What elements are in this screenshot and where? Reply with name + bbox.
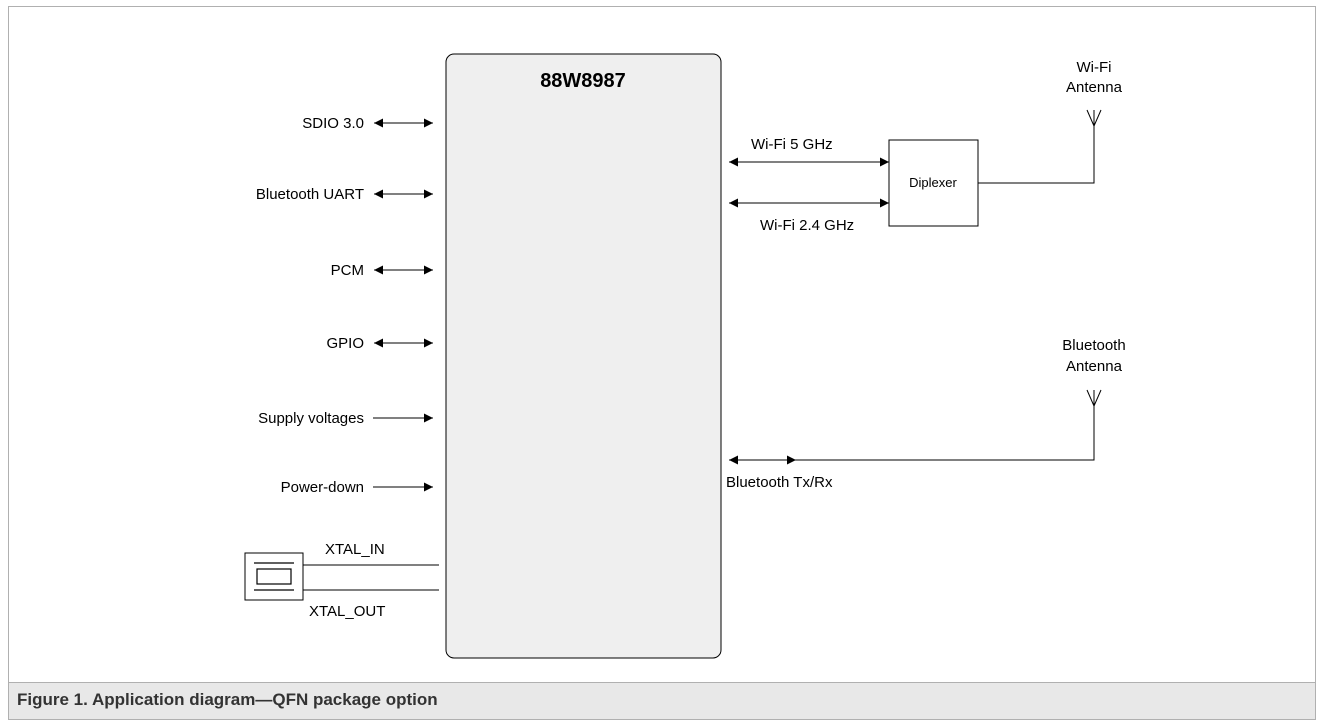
- caption-bar: Figure 1. Application diagram—QFN packag…: [9, 682, 1315, 719]
- chip-title: 88W8987: [540, 70, 626, 92]
- left-signal-sdio: SDIO 3.0: [302, 115, 433, 132]
- signal-label: SDIO 3.0: [302, 115, 364, 132]
- diplexer: Diplexer: [888, 139, 1095, 227]
- left-signal-bt-uart: Bluetooth UART: [256, 186, 433, 203]
- left-signal-pcm: PCM: [331, 262, 433, 279]
- chip-block: [445, 53, 722, 659]
- wifi-5ghz-path: Wi-Fi 5 GHz: [729, 136, 889, 167]
- wifi-antenna: Wi-Fi Antenna: [1066, 59, 1123, 183]
- xtal-in-label: XTAL_IN: [325, 541, 385, 558]
- antenna-icon: [1086, 389, 1102, 460]
- figure-frame: 88W8987 SDIO 3.0 Bluetooth UART PCM GPIO…: [8, 6, 1316, 720]
- wifi-antenna-label-line1: Wi-Fi: [1077, 59, 1112, 76]
- signal-label: Supply voltages: [258, 410, 364, 427]
- left-signal-gpio: GPIO: [326, 335, 433, 352]
- xtal-out-label: XTAL_OUT: [309, 603, 385, 620]
- antenna-icon: [1086, 109, 1102, 183]
- application-diagram: 88W8987 SDIO 3.0 Bluetooth UART PCM GPIO…: [244, 53, 1126, 659]
- wifi-antenna-label-line2: Antenna: [1066, 79, 1123, 96]
- crystal-body: [244, 552, 304, 601]
- signal-label: GPIO: [326, 335, 364, 352]
- signal-label: PCM: [331, 262, 364, 279]
- diplexer-box: [888, 139, 979, 227]
- bt-antenna-label-line1: Bluetooth: [1062, 337, 1125, 354]
- left-signal-supply: Supply voltages: [258, 410, 433, 427]
- crystal-element: [256, 568, 292, 585]
- signal-label: Bluetooth UART: [256, 186, 364, 203]
- bluetooth-txrx-label: Bluetooth Tx/Rx: [726, 474, 833, 491]
- diplexer-to-antenna-line: [978, 147, 1095, 184]
- bt-antenna-label-line2: Antenna: [1066, 358, 1123, 375]
- bluetooth-antenna-line: [796, 390, 1095, 461]
- wifi-24ghz-path: Wi-Fi 2.4 GHz: [729, 198, 889, 234]
- crystal-oscillator: XTAL_IN XTAL_OUT: [244, 541, 439, 620]
- left-signal-powerdown: Power-down: [281, 479, 433, 496]
- diplexer-label: Diplexer: [909, 175, 957, 190]
- bluetooth-antenna: Bluetooth Antenna: [1062, 337, 1126, 460]
- signal-label: Power-down: [281, 479, 364, 496]
- wifi-5ghz-label: Wi-Fi 5 GHz: [751, 136, 833, 153]
- bluetooth-path: Bluetooth Tx/Rx: [726, 390, 1095, 491]
- figure-caption: Figure 1. Application diagram—QFN packag…: [17, 690, 438, 709]
- wifi-24ghz-label: Wi-Fi 2.4 GHz: [760, 217, 854, 234]
